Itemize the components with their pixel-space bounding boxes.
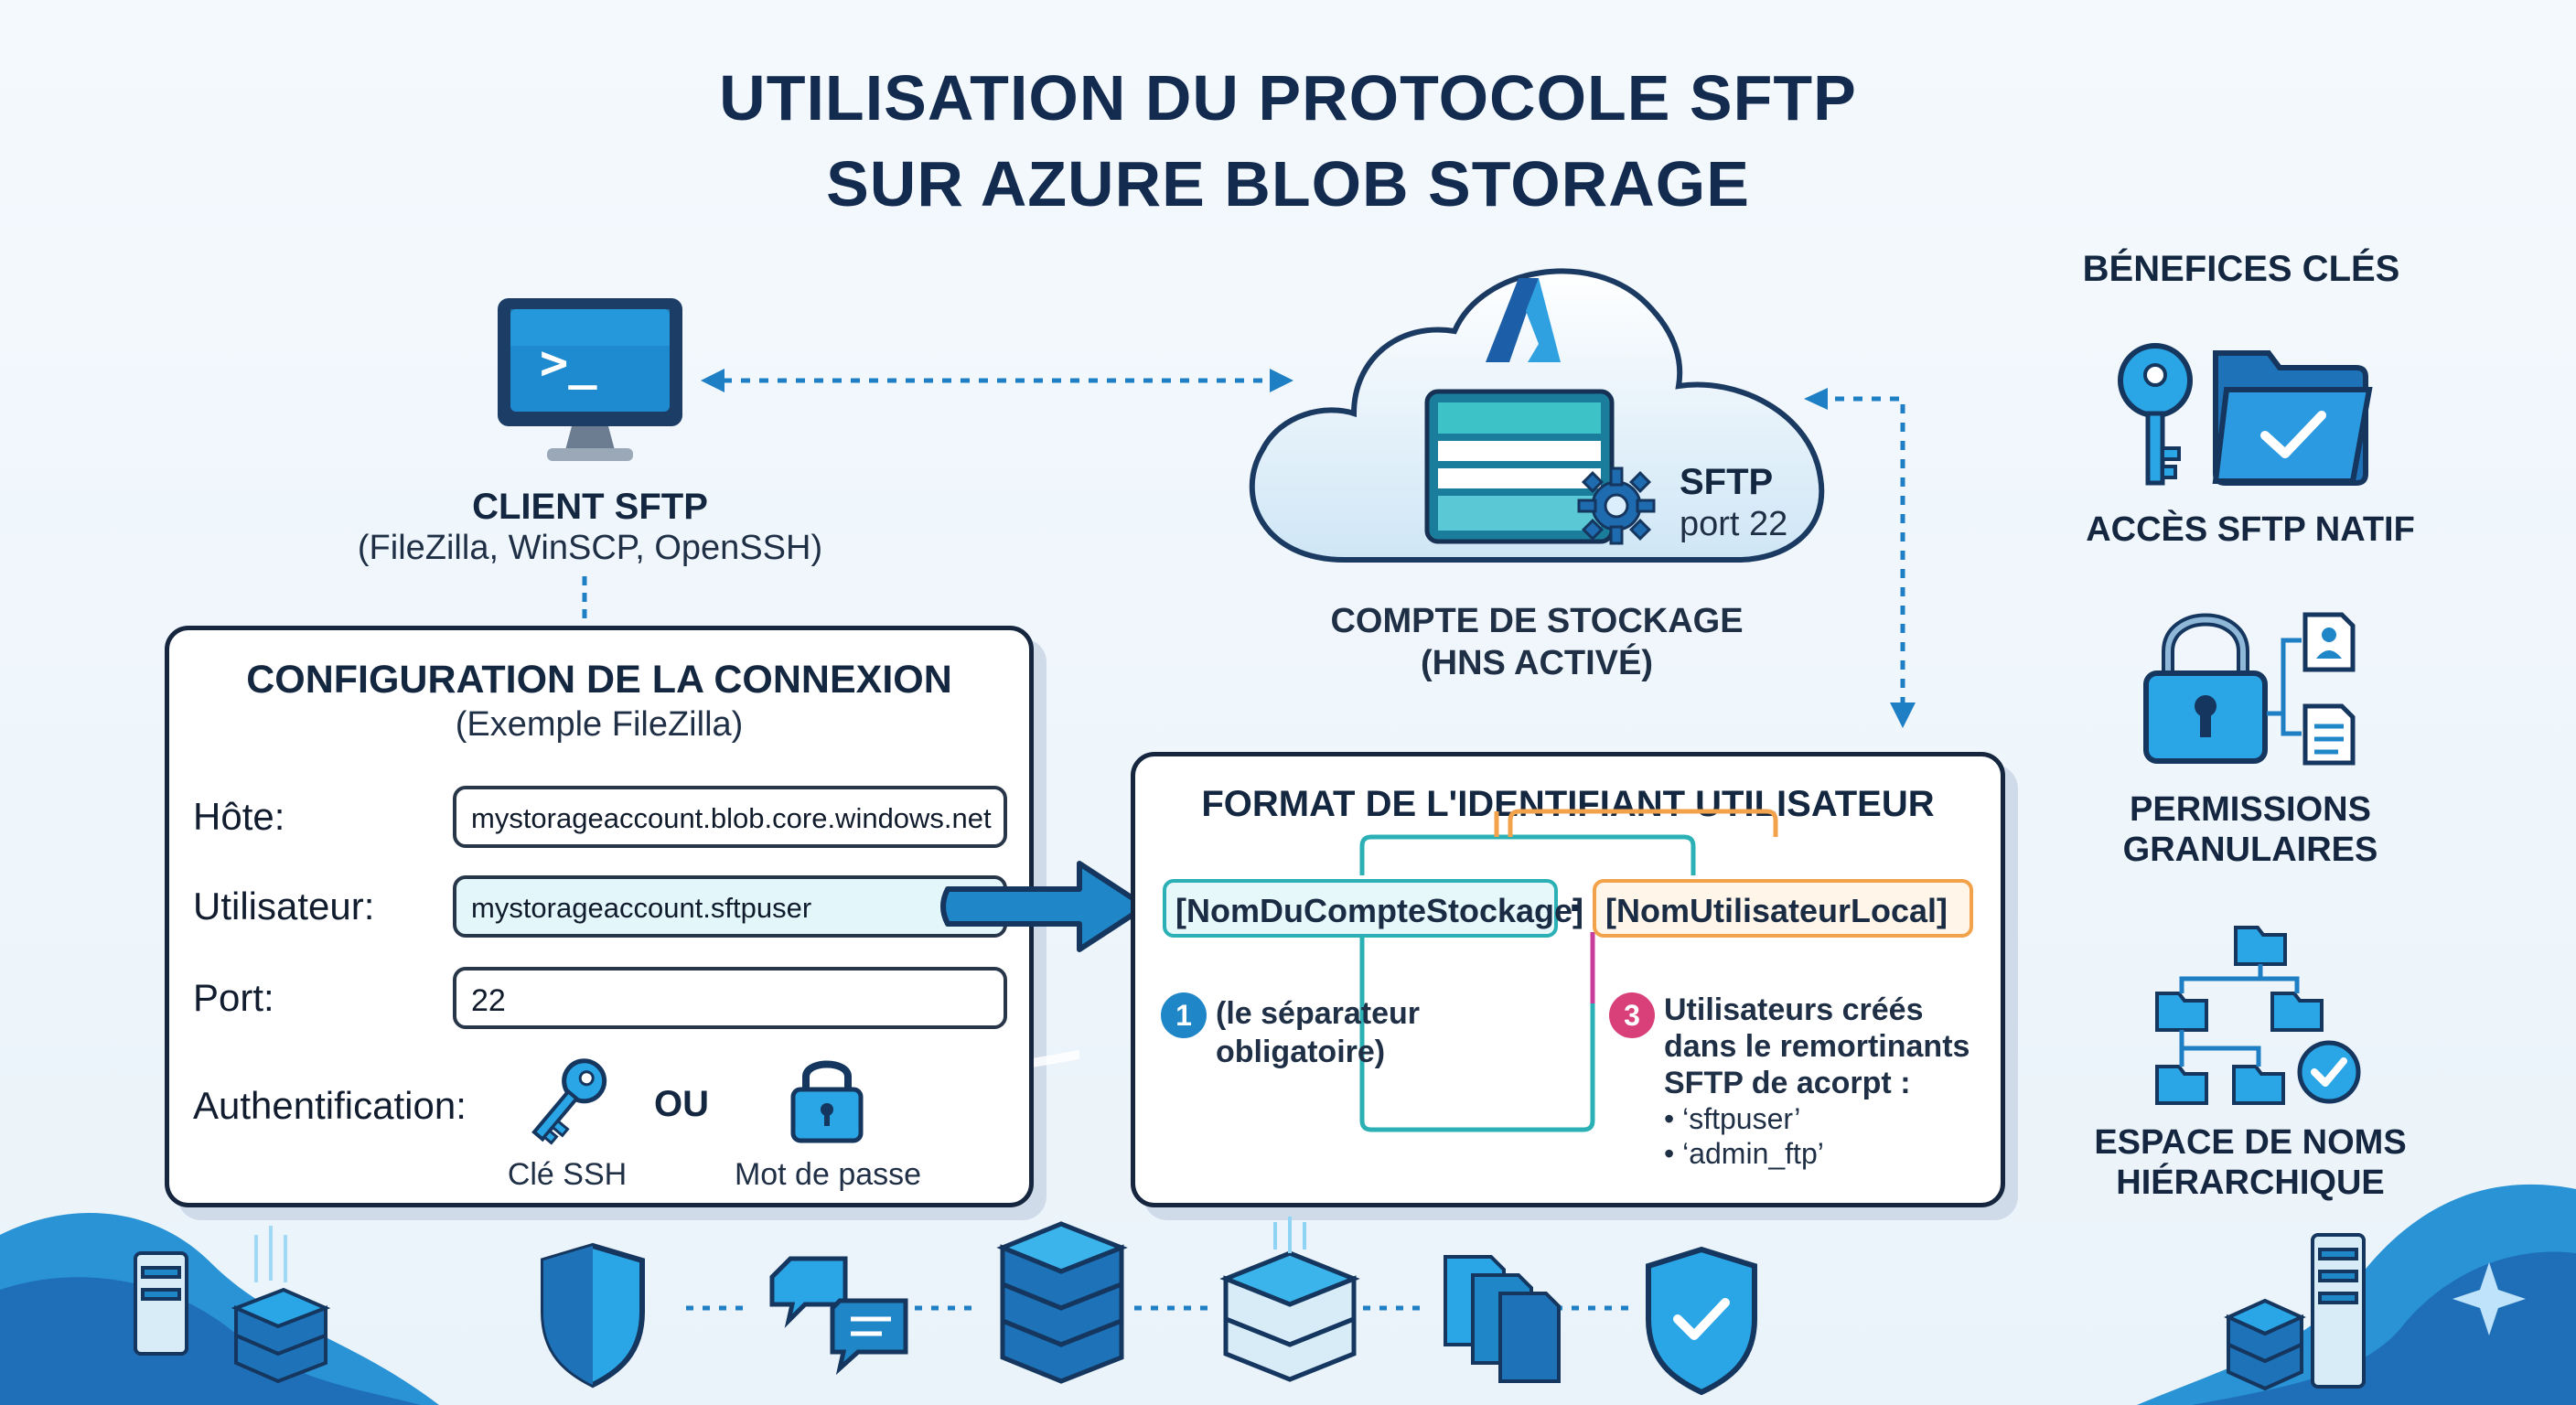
host-label: Hôte: <box>193 795 285 838</box>
client-title: CLIENT SFTP <box>472 487 708 527</box>
config-subtitle: (Exemple FileZilla) <box>455 705 744 744</box>
benefit-2-line-2: GRANULAIRES <box>2122 831 2378 869</box>
note-1-line-2: obligatoire) <box>1216 1035 1386 1069</box>
config-panel: CONFIGURATION DE LA CONNEXION (Exemple F… <box>165 626 1034 1207</box>
config-title: CONFIGURATION DE LA CONNEXION <box>246 658 952 702</box>
benefits-title: BÉNEFICES CLÉS <box>2082 249 2400 289</box>
benefit-3-line-1: ESPACE DE NOMS <box>2094 1123 2407 1162</box>
user-label: Utilisateur: <box>193 885 375 928</box>
user-field[interactable]: mystorageaccount.sftpuser <box>453 875 1007 938</box>
note-3-bullet-1: • ‘sftpuser’ <box>1664 1102 1801 1135</box>
client-cloud-link-arrow <box>701 369 1293 392</box>
user-to-format-arrow <box>940 861 1148 952</box>
separator-dot: . <box>1569 873 1582 921</box>
port-field[interactable]: 22 <box>453 967 1007 1029</box>
title-line-2: SUR AZURE BLOB STORAGE <box>826 148 1750 220</box>
storage-blob-icon <box>1424 389 1615 544</box>
auth-or-label: OU <box>654 1084 709 1124</box>
gear-icon <box>1577 467 1656 545</box>
sftp-label: SFTP <box>1680 462 1774 502</box>
note-1-line-1: (le séparateur <box>1216 996 1420 1031</box>
port-field-label: Port: <box>193 976 274 1019</box>
bottom-icon-strip <box>134 1049 2366 1396</box>
note-3-line-2: dans le remortinants <box>1664 1029 1970 1064</box>
lock-permissions-icon <box>2143 612 2356 766</box>
benefit-3-line-2: HIÉRARCHIQUE <box>2116 1164 2385 1202</box>
azure-logo-icon <box>1486 278 1561 362</box>
key-folder-icon <box>2118 343 2373 486</box>
local-user-part: [NomUtilisateurLocal] <box>1593 879 1973 938</box>
password-lock-icon <box>790 1060 864 1143</box>
cloud-caption-2: (HNS ACTIVÉ) <box>1420 644 1654 682</box>
format-connector-lines <box>1359 809 1778 1132</box>
client-config-link <box>582 576 587 622</box>
format-panel: FORMAT DE L'IDENTIFIANT UTILISATEUR [Nom… <box>1131 752 2005 1207</box>
page-title: UTILISATION DU PROTOCOLE SFTP SUR AZURE … <box>0 55 2576 227</box>
auth-label: Authentification: <box>193 1084 467 1127</box>
ssh-key-icon <box>531 1058 607 1145</box>
note-3-line-3: SFTP de acorpt : <box>1664 1066 1911 1100</box>
terminal-prompt: >_ <box>540 336 597 391</box>
benefit-1-line-1: ACCÈS SFTP NATIF <box>2086 510 2415 549</box>
port-label: port 22 <box>1680 505 1788 543</box>
cloud-caption-1: COMPTE DE STOCKAGE <box>1330 602 1744 640</box>
note-3-bullet-2: • ‘admin_ftp’ <box>1664 1137 1824 1170</box>
title-line-1: UTILISATION DU PROTOCOLE SFTP <box>719 62 1857 134</box>
terminal-monitor-icon: >_ <box>498 298 682 461</box>
note-3-badge: 3 <box>1609 992 1655 1038</box>
benefit-2-line-1: PERMISSIONS <box>2130 790 2371 829</box>
format-title: FORMAT DE L'IDENTIFIANT UTILISATEUR <box>1201 784 1935 824</box>
client-subtitle: (FileZilla, WinSCP, OpenSSH) <box>357 529 823 567</box>
bottom-left-wave <box>0 1213 439 1405</box>
auth-key-label: Clé SSH <box>507 1157 628 1192</box>
account-name-part: [NomDuCompteStockage] <box>1163 879 1583 938</box>
cloud-format-link-arrow <box>1804 388 1916 728</box>
note-3-line-1: Utilisateurs créés <box>1664 992 1924 1027</box>
host-field[interactable]: mystorageaccount.blob.core.windows.net <box>453 786 1007 848</box>
folder-tree-icon <box>2155 926 2361 1105</box>
note-1-badge: 1 <box>1161 992 1207 1038</box>
auth-password-label: Mot de passe <box>734 1157 922 1192</box>
